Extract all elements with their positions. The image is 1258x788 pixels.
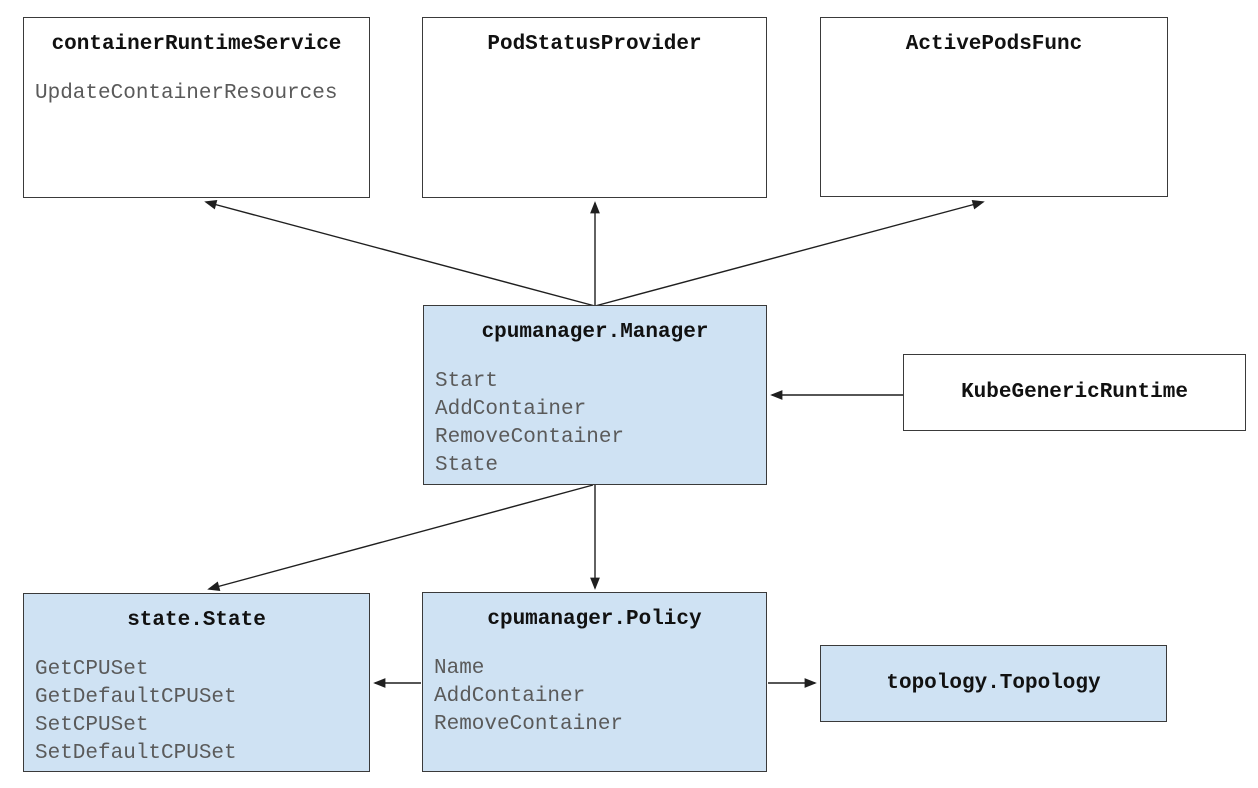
method-item: RemoveContainer: [434, 713, 624, 736]
method-item: RemoveContainer: [435, 426, 625, 449]
method-item: Name: [434, 657, 485, 680]
method-item: GetCPUSet: [35, 658, 149, 681]
node-container-runtime-service: containerRuntimeService UpdateContainerR…: [23, 17, 370, 198]
node-title: state.State: [127, 609, 266, 632]
node-active-pods-func: ActivePodsFunc: [820, 17, 1168, 197]
node-cpumanager-policy: cpumanager.Policy Name AddContainer Remo…: [422, 592, 767, 772]
method-item: SetCPUSet: [35, 714, 149, 737]
arrow-manager-to-container-runtime-service: [204, 199, 596, 307]
node-title: ActivePodsFunc: [905, 33, 1083, 56]
node-topology-topology: topology.Topology: [820, 645, 1167, 722]
method-item: Start: [435, 370, 499, 393]
node-title: KubeGenericRuntime: [961, 381, 1188, 404]
node-title: PodStatusProvider: [487, 33, 702, 56]
arrow-manager-to-state-state: [207, 484, 594, 592]
node-kube-generic-runtime: KubeGenericRuntime: [903, 354, 1246, 431]
method-list: Start AddContainer RemoveContainer State: [435, 368, 766, 480]
method-list: Name AddContainer RemoveContainer: [434, 655, 766, 739]
arrow-manager-to-active-pods-func: [594, 199, 985, 307]
node-title: cpumanager.Policy: [487, 608, 702, 631]
node-title: containerRuntimeService: [51, 33, 342, 56]
node-cpumanager-manager: cpumanager.Manager Start AddContainer Re…: [423, 305, 767, 485]
method-item: SetDefaultCPUSet: [35, 742, 237, 765]
method-item: State: [435, 454, 499, 477]
method-item: AddContainer: [434, 685, 586, 708]
node-title: cpumanager.Manager: [481, 321, 709, 344]
method-list: UpdateContainerResources: [35, 80, 369, 108]
node-title: topology.Topology: [886, 672, 1101, 695]
method-item: UpdateContainerResources: [35, 82, 338, 105]
node-pod-status-provider: PodStatusProvider: [422, 17, 767, 198]
method-item: GetDefaultCPUSet: [35, 686, 237, 709]
method-list: GetCPUSet GetDefaultCPUSet SetCPUSet Set…: [35, 656, 369, 768]
method-item: AddContainer: [435, 398, 587, 421]
node-state-state: state.State GetCPUSet GetDefaultCPUSet S…: [23, 593, 370, 772]
